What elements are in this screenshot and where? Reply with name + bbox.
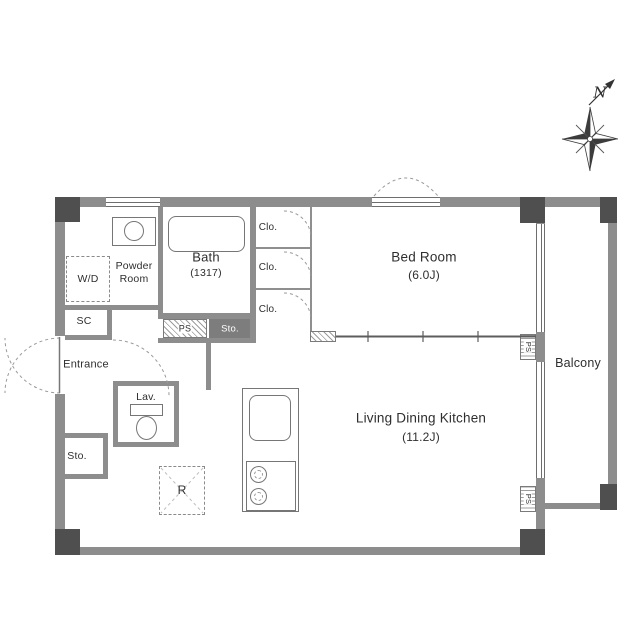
label-powder-2: Room — [119, 272, 149, 285]
label-sto-hall: Sto. — [67, 449, 87, 462]
vanity-bowl — [124, 221, 144, 241]
closet-front-line — [310, 207, 312, 332]
pillar-bottom-left — [55, 529, 80, 555]
label-bath: Bath — [192, 249, 220, 265]
wall-sto-right — [103, 433, 108, 479]
burner-1 — [250, 466, 267, 483]
wall-hall-right — [206, 343, 211, 390]
wall-sto-bottom — [60, 474, 108, 479]
toilet-bowl — [136, 416, 157, 440]
label-bedroom: Bed Room — [391, 249, 457, 265]
label-bath-size: (1317) — [190, 266, 222, 279]
wall-bath-bottom — [158, 313, 256, 319]
toilet-tank — [130, 404, 163, 416]
burner-2 — [250, 488, 267, 505]
label-fridge: R — [177, 483, 187, 497]
label-entrance: Entrance — [63, 358, 109, 371]
storage-bath-box — [209, 319, 250, 338]
wall-sc-bottom — [60, 335, 112, 340]
label-closet-3: Clo. — [258, 304, 278, 315]
partition-stub-hatch — [310, 331, 336, 342]
label-ps-bath: PS — [177, 323, 193, 334]
wall-balcony-right — [608, 206, 617, 510]
pillar-top-right — [520, 197, 545, 223]
wall-balcony-bottom — [545, 503, 617, 509]
label-ps-wall-upper: PS — [523, 340, 533, 354]
label-sto-bath: Sto. — [221, 323, 239, 335]
kitchen-sink — [249, 395, 291, 441]
label-bedroom-size: (6.0J) — [408, 268, 440, 282]
label-powder-1: Powder — [115, 259, 153, 272]
wall-psrow-bottom — [158, 338, 256, 343]
wall-sc-right — [107, 305, 112, 340]
pillar-balcony-bottom — [600, 484, 617, 510]
wall-bottom — [55, 547, 545, 555]
label-ldk-size: (11.2J) — [402, 430, 440, 444]
pillar-bottom-right — [520, 529, 545, 555]
washer-dryer-space — [66, 256, 110, 302]
label-sc: SC — [76, 314, 92, 327]
wall-lav-left — [113, 381, 118, 447]
wall-lav-bottom — [113, 442, 179, 447]
label-closet-1: Clo. — [258, 222, 278, 233]
wall-bath-left — [158, 207, 163, 319]
compass-north-label: N — [593, 83, 607, 102]
label-balcony: Balcony — [555, 355, 601, 370]
window-bedroom-top — [372, 197, 440, 207]
wall-closet-left — [250, 207, 256, 343]
label-closet-2: Clo. — [258, 262, 278, 273]
label-wd: W/D — [77, 272, 99, 285]
wall-sto-top — [60, 433, 108, 438]
sliding-partition — [336, 331, 536, 342]
window-bedroom-balcony — [536, 224, 545, 332]
wall-lav-right — [174, 381, 179, 447]
pillar-balcony-top — [600, 197, 617, 223]
pillar-top-left — [55, 197, 80, 222]
wall-lav-top — [113, 381, 179, 386]
label-lav: Lav. — [136, 390, 156, 403]
window-powder — [106, 197, 160, 207]
bathtub — [168, 216, 245, 252]
label-ldk: Living Dining Kitchen — [355, 410, 487, 426]
closet-divider-2 — [256, 288, 310, 290]
wall-top — [55, 197, 617, 207]
window-ldk-balcony — [536, 362, 545, 478]
label-ps-wall-lower: PS — [523, 492, 533, 506]
closet-divider-1 — [256, 247, 310, 249]
compass-rose — [561, 79, 619, 172]
